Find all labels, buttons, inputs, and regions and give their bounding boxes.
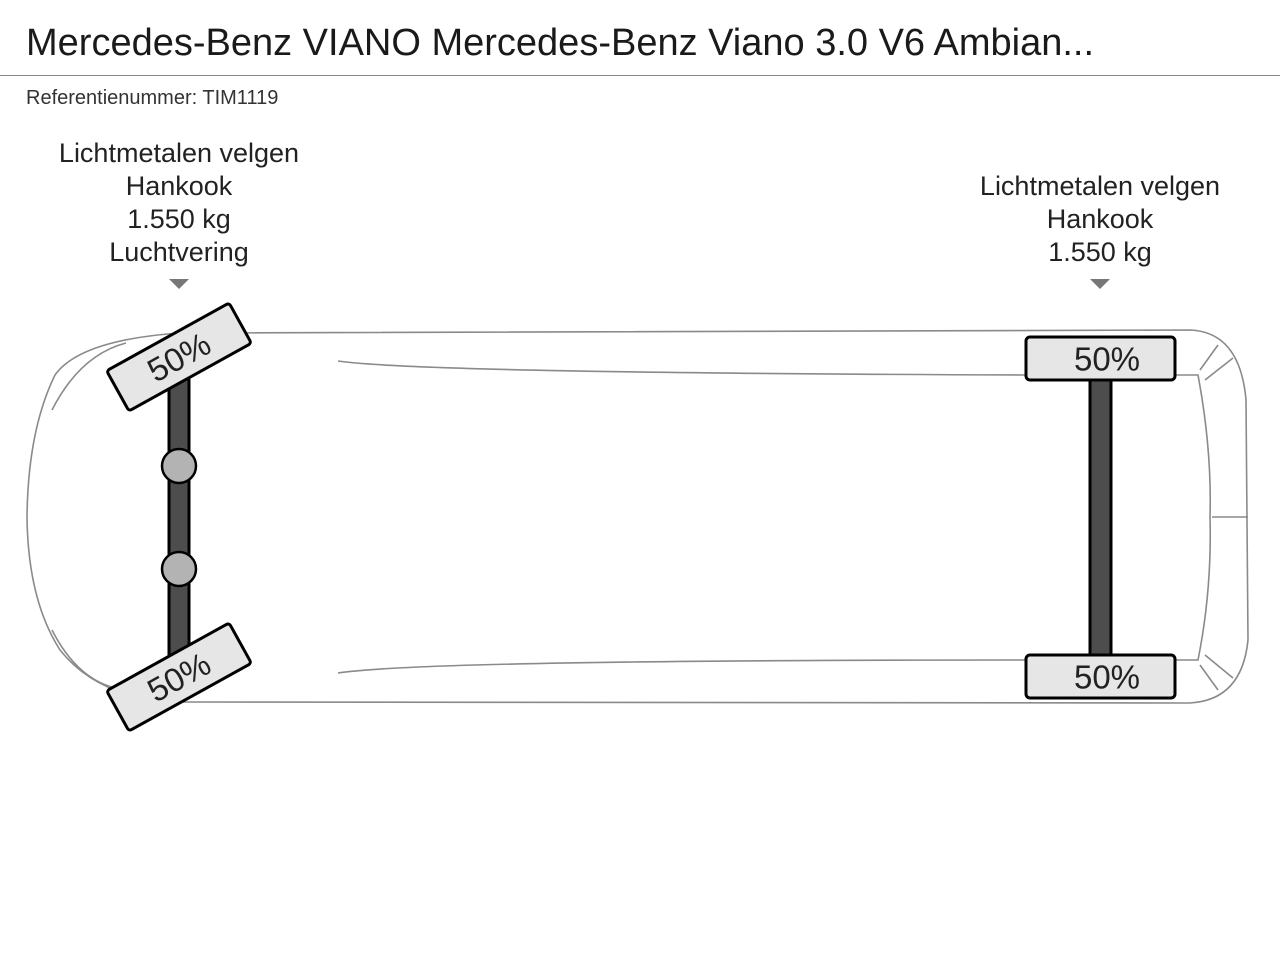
reference-number: Referentienummer: TIM1119 <box>26 87 279 109</box>
title-divider <box>0 75 1280 76</box>
rear-axle-bar <box>1088 376 1113 659</box>
rear-axle: Lichtmetalen velgen Hankook 1.550 kg 50%… <box>980 171 1220 700</box>
front-axle-bar <box>167 368 191 657</box>
front-axle-joint <box>160 447 198 485</box>
rear-axle-rim: Lichtmetalen velgen <box>980 171 1220 201</box>
page-title: Mercedes-Benz VIANO Mercedes-Benz Viano … <box>26 22 1095 64</box>
van-outline <box>26 329 1249 704</box>
rear-axle-arrow-icon <box>1090 279 1110 289</box>
front-axle-weight: 1.550 kg <box>127 204 231 234</box>
front-axle-joint <box>160 550 198 588</box>
rear-axle-tire-brand: Hankook <box>1047 204 1154 234</box>
rear-left-tire-load: 50% <box>1074 341 1140 378</box>
front-axle-rim: Lichtmetalen velgen <box>59 138 299 168</box>
rear-left-tire: 50% <box>1024 335 1177 382</box>
rear-right-tire-load: 50% <box>1074 659 1140 696</box>
rear-axle-weight: 1.550 kg <box>1048 237 1152 267</box>
front-axle-arrow-icon <box>169 279 189 289</box>
front-axle-tire-brand: Hankook <box>126 171 233 201</box>
front-left-tire: 50% <box>106 302 252 412</box>
rear-right-tire: 50% <box>1024 653 1177 700</box>
front-axle: Lichtmetalen velgen Hankook 1.550 kg Luc… <box>59 138 299 732</box>
front-axle-suspension: Luchtvering <box>109 237 249 267</box>
